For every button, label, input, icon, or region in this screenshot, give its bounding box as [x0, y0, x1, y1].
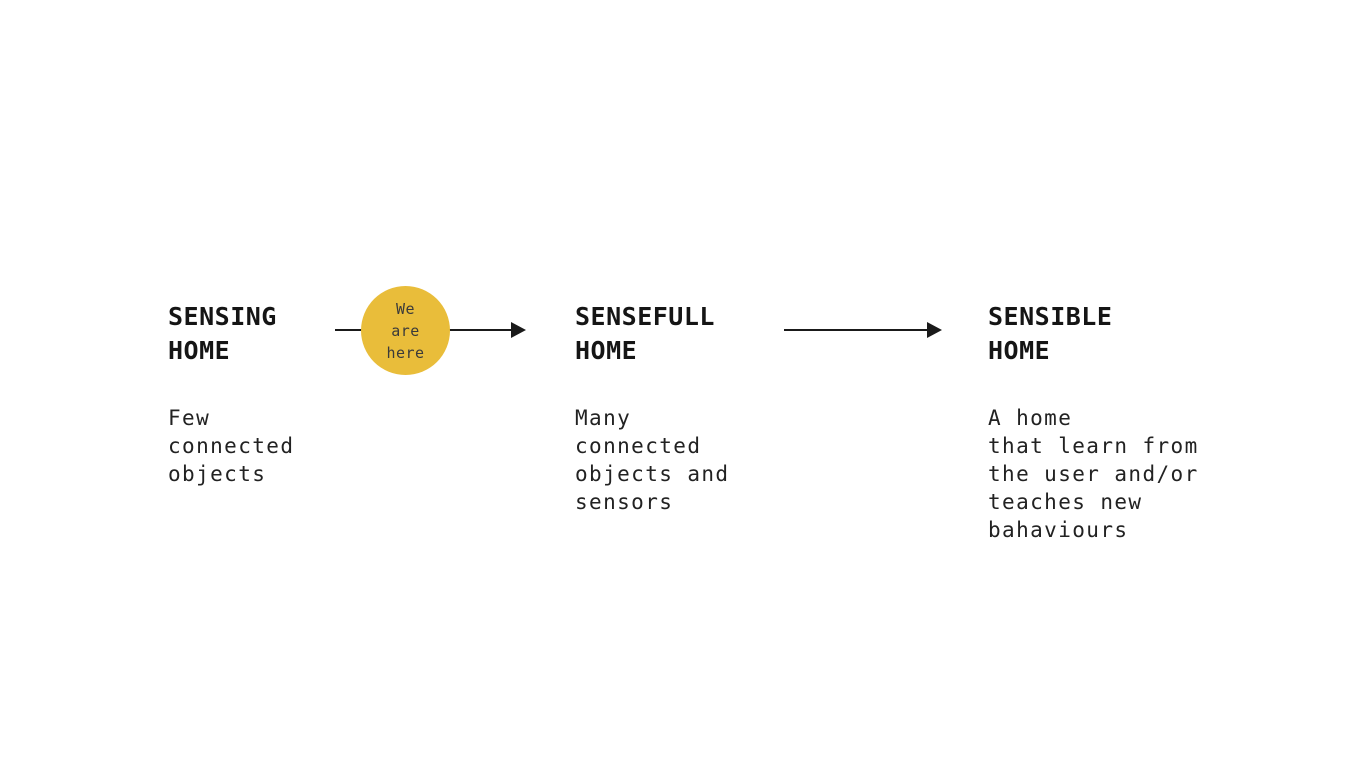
- arrowhead-icon: [927, 322, 942, 338]
- title-line: HOME: [988, 336, 1051, 365]
- stage-description-sensing-home: Few connected objects: [168, 404, 294, 488]
- we-are-here-marker: We are here: [361, 286, 450, 375]
- stage-description-sensefull-home: Many connected objects and sensors: [575, 404, 729, 516]
- stage-title-sensing-home: SENSING HOME: [168, 300, 277, 368]
- marker-label: We are here: [386, 298, 424, 364]
- description-line: bahaviours: [988, 518, 1129, 542]
- description-line: connected: [575, 434, 702, 458]
- description-line: sensors: [575, 490, 674, 514]
- title-line: SENSING: [168, 302, 277, 331]
- title-line: SENSEFULL: [575, 302, 715, 331]
- description-line: connected: [168, 434, 295, 458]
- stage-title-sensible-home: SENSIBLE HOME: [988, 300, 1112, 368]
- description-line: objects and: [575, 462, 730, 486]
- description-line: Few: [168, 406, 211, 430]
- description-line: the user and/or: [988, 462, 1199, 486]
- title-line: SENSIBLE: [988, 302, 1113, 331]
- arrow-sensefull-to-sensible: [784, 322, 942, 338]
- description-line: Many: [575, 406, 632, 430]
- description-line: A home: [988, 406, 1073, 430]
- marker-line: here: [386, 343, 425, 362]
- description-line: teaches new: [988, 490, 1143, 514]
- title-line: HOME: [575, 336, 638, 365]
- description-line: that learn from: [988, 434, 1199, 458]
- stage-description-sensible-home: A home that learn from the user and/or t…: [988, 404, 1199, 544]
- stage-title-sensefull-home: SENSEFULL HOME: [575, 300, 715, 368]
- marker-line: We: [395, 299, 416, 318]
- title-line: HOME: [168, 336, 231, 365]
- marker-line: are: [391, 321, 420, 340]
- description-line: objects: [168, 462, 267, 486]
- arrowhead-icon: [511, 322, 526, 338]
